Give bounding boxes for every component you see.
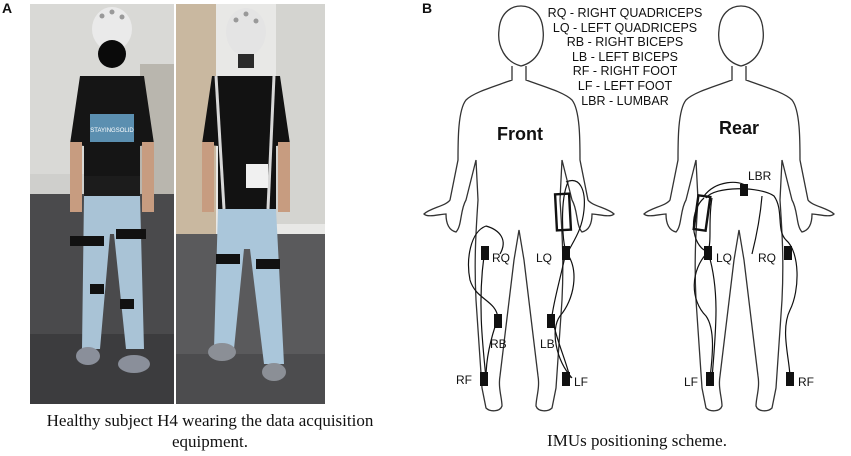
panel-a-letter: A [2, 0, 13, 16]
rear-sensor-lf [706, 372, 714, 386]
panel-a-caption-line2: equipment. [171, 432, 248, 451]
panel-a-caption-line1: Healthy subject H4 wearing the data acqu… [46, 411, 374, 430]
front-sensor-rf [480, 372, 488, 386]
rear-sensor-rf [786, 372, 794, 386]
front-sensor-lf [562, 372, 570, 386]
imu-body-diagram: Front RQ LQ RB LB RF LF Rear LBR LQ RQ L… [423, 5, 835, 412]
rear-battery-box [692, 193, 712, 233]
front-label-rb: RB [490, 337, 507, 351]
rear-label-lq: LQ [716, 251, 732, 265]
front-label-lq: LQ [536, 251, 552, 265]
legend-item-lq: LQ - LEFT QUADRICEPS [552, 20, 698, 35]
front-sensor-lb [547, 314, 555, 328]
front-body-outline [423, 5, 615, 412]
legend-item-lb: LB - LEFT BICEPS [571, 49, 679, 64]
legend-item-rf: RF - RIGHT FOOT [572, 64, 678, 79]
shirt-print-text: STAYINGSOLID [90, 128, 134, 134]
rear-label-rf: RF [798, 375, 814, 389]
legend-item-rq: RQ - RIGHT QUADRICEPS [547, 6, 703, 20]
panel-b-caption: IMUs positioning scheme. [547, 431, 727, 450]
rear-label-lbr: LBR [748, 169, 772, 183]
front-label-lf: LF [574, 375, 588, 389]
photo-front-view: STAYINGSOLID [30, 4, 174, 404]
front-label-rq: RQ [492, 251, 510, 265]
front-label-lb: LB [540, 337, 555, 351]
front-sensor-rb [494, 314, 502, 328]
rear-body-outline [643, 5, 835, 412]
rear-label-rq: RQ [758, 251, 776, 265]
legend-item-rb: RB - RIGHT BICEPS [566, 35, 684, 50]
front-title: Front [497, 124, 543, 144]
panel-a-caption: Healthy subject H4 wearing the data acqu… [0, 410, 420, 452]
rear-sensor-rq [784, 246, 792, 260]
legend-item-lbr: LBR - LUMBAR [581, 93, 669, 108]
imu-legend: RQ - RIGHT QUADRICEPS LQ - LEFT QUADRICE… [520, 6, 730, 108]
photo-rear-view [176, 4, 325, 404]
front-battery-box [553, 192, 573, 232]
panel-b-letter: B [422, 0, 433, 16]
rear-cable-harness [693, 181, 798, 379]
legend-item-lf: LF - LEFT FOOT [577, 78, 673, 93]
rear-label-lf: LF [684, 375, 698, 389]
front-sensor-lq [562, 246, 570, 260]
rear-sensor-lbr [740, 184, 748, 196]
rear-sensor-lq [704, 246, 712, 260]
front-sensor-rq [481, 246, 489, 260]
front-label-rf: RF [456, 373, 472, 387]
rear-title: Rear [719, 118, 759, 138]
